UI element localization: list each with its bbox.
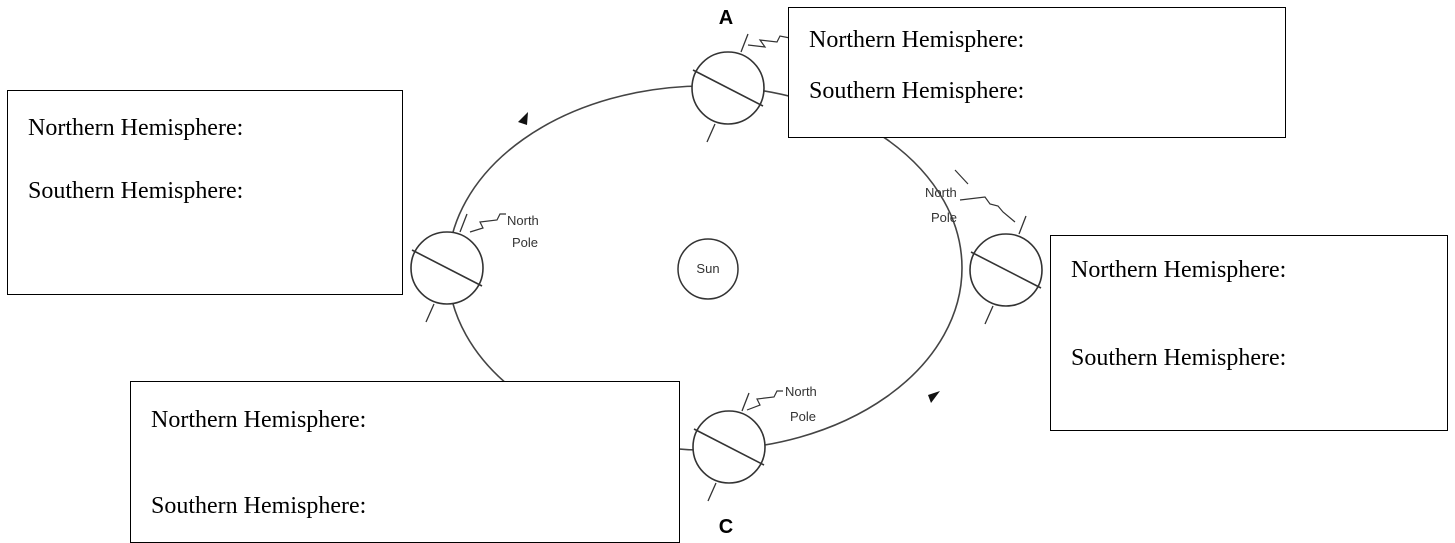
north-pole-label-c-line1: North xyxy=(785,384,817,399)
north-pole-label-right-line1: North xyxy=(925,185,957,200)
northern-hemisphere-label: Northern Hemisphere: xyxy=(809,27,1025,53)
north-pole-label-right-line2: Pole xyxy=(931,210,957,225)
hemisphere-box-a: Northern Hemisphere: Southern Hemisphere… xyxy=(788,7,1286,138)
southern-hemisphere-label: Southern Hemisphere: xyxy=(809,78,1025,104)
sun xyxy=(677,238,739,300)
earth-position-right xyxy=(954,169,1043,325)
hemisphere-box-right: Northern Hemisphere: Southern Hemisphere… xyxy=(1050,235,1448,431)
north-pole-label-c-line2: Pole xyxy=(790,409,816,424)
southern-hemisphere-label: Southern Hemisphere: xyxy=(151,493,367,519)
position-c-label: C xyxy=(719,516,733,538)
hemisphere-box-c: Northern Hemisphere: Southern Hemisphere… xyxy=(130,381,680,543)
earth-position-c xyxy=(692,390,783,502)
northern-hemisphere-label: Northern Hemisphere: xyxy=(151,407,367,433)
southern-hemisphere-label: Southern Hemisphere: xyxy=(1071,345,1287,371)
earth-position-a xyxy=(691,33,791,143)
north-pole-label-left-line2: Pole xyxy=(512,235,538,250)
northern-hemisphere-label: Northern Hemisphere: xyxy=(1071,257,1287,283)
northern-hemisphere-label: Northern Hemisphere: xyxy=(28,115,244,141)
sun-label: Sun xyxy=(696,261,719,276)
southern-hemisphere-label: Southern Hemisphere: xyxy=(28,178,244,204)
orbit-arrow-top-left xyxy=(518,112,528,125)
earth-position-left xyxy=(410,213,506,323)
position-a-label: A xyxy=(719,7,733,29)
hemisphere-box-left: Northern Hemisphere: Southern Hemisphere… xyxy=(7,90,403,295)
orbit-arrow-bottom-right xyxy=(928,391,940,403)
north-pole-label-left-line1: North xyxy=(507,213,539,228)
